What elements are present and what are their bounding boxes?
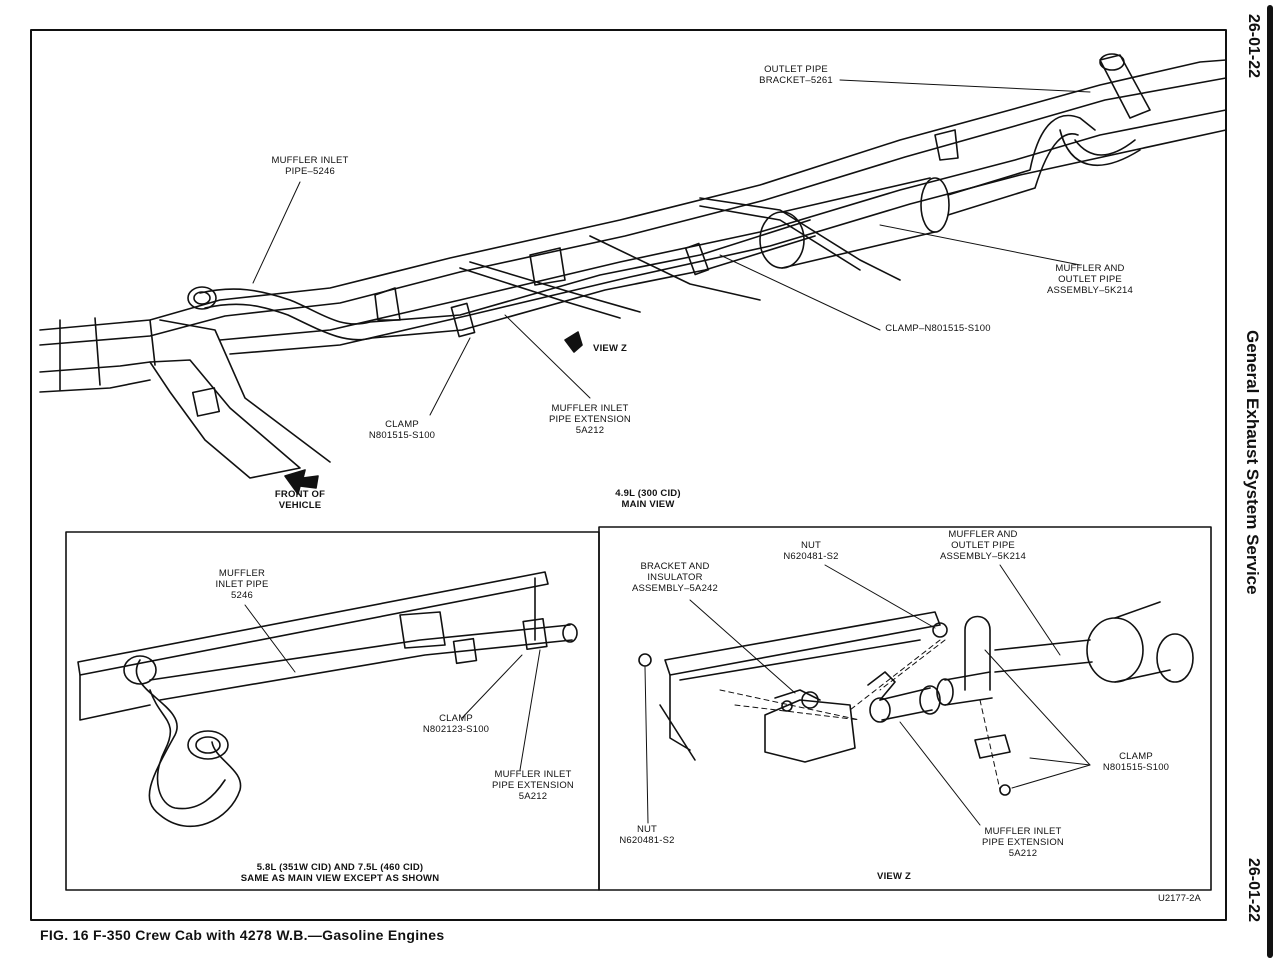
- left-view-art: [77, 571, 578, 827]
- label-left-inlet-pipe: MUFFLER INLET PIPE 5246: [215, 568, 269, 601]
- label-view-z-arrow: VIEW Z: [593, 343, 627, 354]
- label-outlet-bracket: OUTLET PIPE BRACKET–5261: [759, 64, 833, 86]
- label-muffler-outlet-assembly: MUFFLER AND OUTLET PIPE ASSEMBLY–5K214: [1046, 263, 1134, 296]
- figure-border: [30, 29, 1227, 921]
- label-z-clamp: CLAMP N801515-S100: [1102, 751, 1170, 773]
- label-left-inlet-extension: MUFFLER INLET PIPE EXTENSION 5A212: [492, 769, 574, 802]
- page-number-top: 26-01-22: [1245, 14, 1262, 79]
- left-view-title: 5.8L (351W CID) AND 7.5L (460 CID) SAME …: [240, 862, 440, 884]
- left-view-box: [65, 531, 600, 891]
- section-title: General Exhaust System Service: [1243, 330, 1262, 595]
- label-clamp-right: CLAMP–N801515-S100: [885, 323, 991, 334]
- label-front-of-vehicle: FRONT OF VEHICLE: [274, 489, 326, 511]
- figure-caption: FIG. 16 F-350 Crew Cab with 4278 W.B.—Ga…: [40, 927, 445, 943]
- label-left-clamp: CLAMP N802123-S100: [422, 713, 490, 735]
- label-inlet-extension: MUFFLER INLET PIPE EXTENSION 5A212: [549, 403, 631, 436]
- drawing-code: U2177-2A: [1158, 893, 1201, 904]
- main-exhaust-pipe: [187, 129, 959, 341]
- label-z-nut-top: NUT N620481-S2: [783, 540, 839, 562]
- label-z-inlet-extension: MUFFLER INLET PIPE EXTENSION 5A212: [982, 826, 1064, 859]
- label-z-nut-bottom: NUT N620481-S2: [619, 824, 675, 846]
- view-z-box: [598, 526, 1212, 891]
- view-z-title: VIEW Z: [877, 871, 911, 882]
- main-view-title: 4.9L (300 CID) MAIN VIEW: [615, 488, 681, 510]
- muffler-main: [759, 53, 1151, 269]
- label-muffler-inlet-pipe: MUFFLER INLET PIPE–5246: [271, 155, 349, 177]
- front-arrow: [284, 469, 319, 495]
- view-z-arrow: [564, 331, 583, 353]
- page-number-bottom: 26-01-22: [1245, 858, 1262, 923]
- label-z-muffler-outlet: MUFFLER AND OUTLET PIPE ASSEMBLY–5K214: [939, 529, 1027, 562]
- view-z-art: [638, 601, 1194, 796]
- label-clamp-left: CLAMP N801515-S100: [368, 419, 436, 441]
- label-z-bracket-insulator: BRACKET AND INSULATOR ASSEMBLY–5A242: [631, 561, 719, 594]
